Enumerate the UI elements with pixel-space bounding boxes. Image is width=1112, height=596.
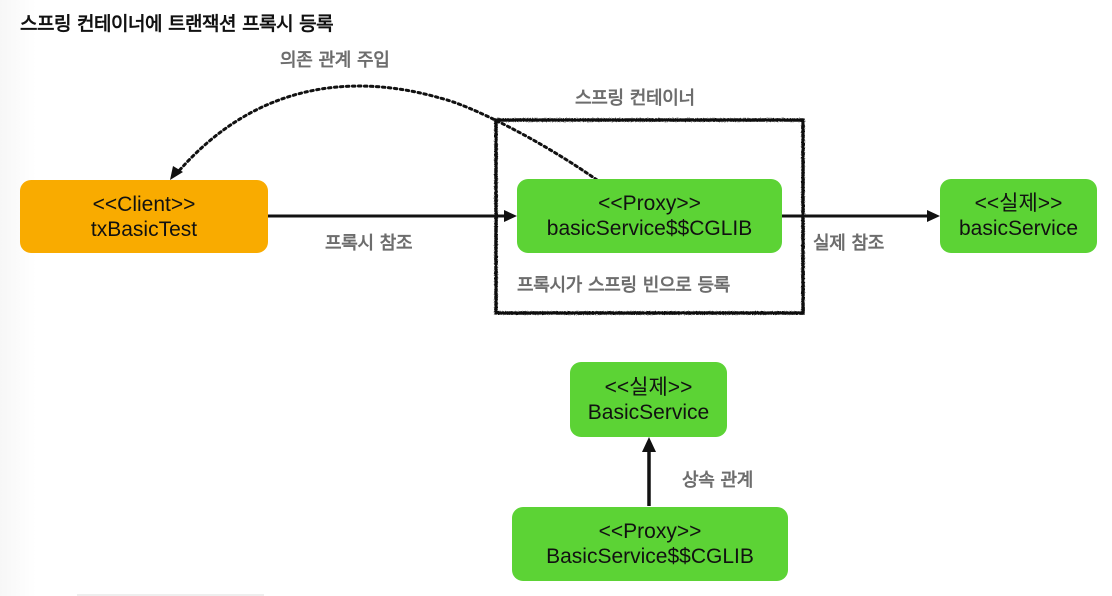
proxy-reference-arrowhead bbox=[504, 210, 517, 222]
spring-container-label: 스프링 컨테이너 bbox=[575, 88, 695, 109]
inheritance-label: 상속 관계 bbox=[682, 470, 754, 491]
client-node: <<Client>> txBasicTest bbox=[20, 180, 268, 253]
proxy-bean-stereotype: <<Proxy>> bbox=[598, 192, 701, 215]
client-stereotype: <<Client>> bbox=[92, 192, 196, 216]
real-reference-label: 실제 참조 bbox=[813, 233, 885, 254]
dependency-injection-curve bbox=[176, 84, 599, 182]
real-bean-node: <<실제>> basicService bbox=[940, 179, 1097, 253]
real-reference-arrowhead bbox=[927, 210, 940, 222]
proxy-class-name: BasicService$$CGLIB bbox=[546, 545, 754, 568]
client-name: txBasicTest bbox=[90, 217, 198, 241]
proxy-registered-label: 프록시가 스프링 빈으로 등록 bbox=[517, 275, 731, 296]
real-class-node: <<실제>> BasicService bbox=[570, 362, 727, 437]
proxy-class-node: <<Proxy>> BasicService$$CGLIB bbox=[512, 507, 788, 581]
diagram-title: 스프링 컨테이너에 트랜잭션 프록시 등록 bbox=[20, 13, 334, 35]
proxy-bean-node: <<Proxy>> basicService$$CGLIB bbox=[517, 179, 782, 253]
proxy-reference-label: 프록시 참조 bbox=[325, 233, 413, 254]
proxy-class-stereotype: <<Proxy>> bbox=[598, 520, 702, 543]
bottom-divider bbox=[77, 594, 264, 596]
real-class-stereotype: <<실제>> bbox=[604, 375, 693, 399]
dependency-injection-arrowhead bbox=[170, 166, 183, 180]
inheritance-arrowhead bbox=[642, 437, 656, 452]
real-class-name: BasicService bbox=[587, 400, 710, 424]
real-bean-name: basicService bbox=[958, 217, 1079, 240]
real-bean-stereotype: <<실제>> bbox=[974, 192, 1063, 215]
dependency-injection-label: 의존 관계 주입 bbox=[280, 50, 390, 71]
left-edge-shade bbox=[0, 0, 36, 596]
proxy-bean-name: basicService$$CGLIB bbox=[546, 217, 753, 240]
